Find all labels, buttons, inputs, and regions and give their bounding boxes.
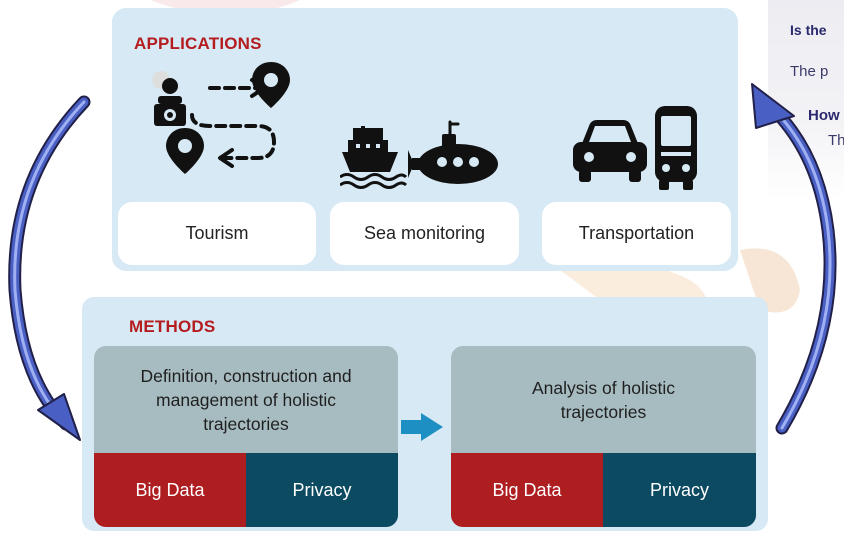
tourism-card: Tourism	[118, 202, 316, 265]
transportation-card: Transportation	[542, 202, 731, 265]
tourism-route-icon	[150, 60, 300, 200]
side-question-2: How	[808, 107, 840, 124]
side-paragraph-2: Th	[828, 132, 844, 149]
big-data-tag: Big Data	[94, 453, 246, 527]
applications-panel: APPLICATIONS	[112, 8, 738, 271]
big-data-tag: Big Data	[451, 453, 603, 527]
methods-title: METHODS	[129, 317, 216, 336]
sea-monitoring-card: Sea monitoring	[330, 202, 519, 265]
car-bus-icon	[567, 104, 697, 199]
method-box-definition: Definition, construction and management …	[94, 346, 398, 527]
side-question-1: Is the	[790, 22, 827, 38]
method-definition-text: Definition, construction and management …	[140, 365, 352, 434]
privacy-tag: Privacy	[603, 453, 756, 527]
method-box-analysis: Analysis of holistic trajectories Big Da…	[451, 346, 756, 527]
applications-title: APPLICATIONS	[134, 34, 262, 53]
privacy-tag: Privacy	[246, 453, 398, 527]
side-paragraph-1: The p	[790, 63, 829, 80]
flow-arrow-right	[401, 413, 443, 441]
cycle-arrow-left	[8, 95, 91, 441]
cycle-arrow-right	[751, 83, 837, 435]
ship-submarine-icon	[339, 120, 510, 200]
method-analysis-text: Analysis of holistic trajectories	[532, 377, 675, 422]
side-text-panel: Is the The p How Th	[768, 0, 844, 200]
